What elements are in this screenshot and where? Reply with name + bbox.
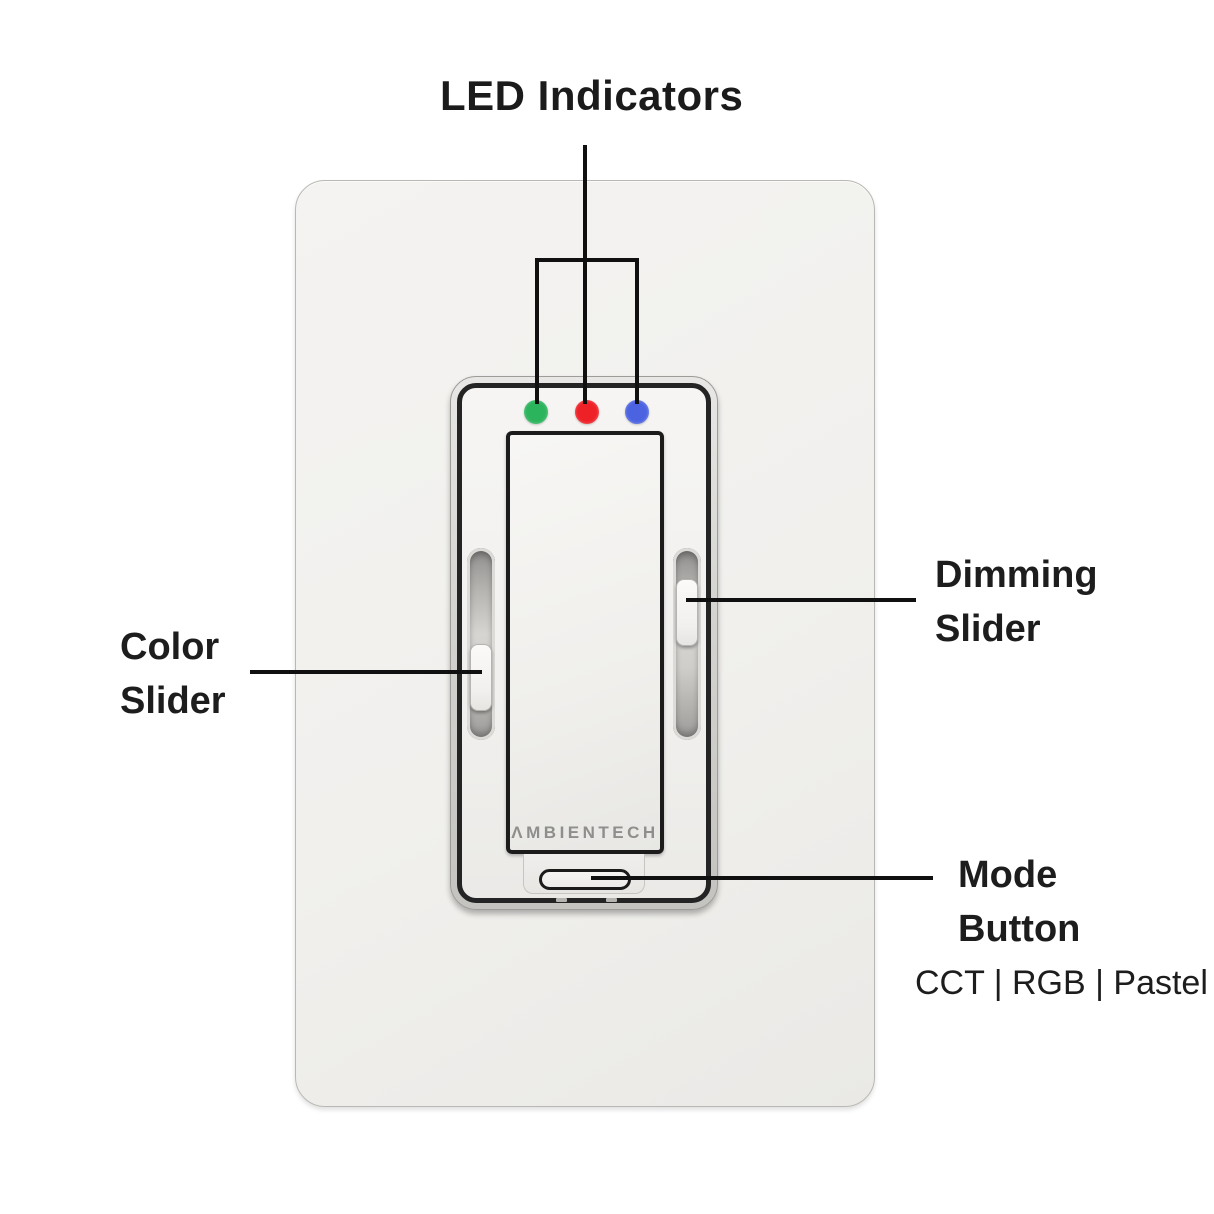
led-indicators-label: LED Indicators [440, 72, 744, 119]
frame-notch-left [556, 898, 567, 902]
leader-line-dimming-slider [686, 598, 916, 602]
color-slider-track [467, 548, 495, 740]
blue-led-indicator [625, 400, 649, 424]
color-slider-label-line1: Color [120, 626, 220, 668]
dimming-slider-track [673, 548, 701, 740]
red-led-indicator [575, 400, 599, 424]
leader-line-led-green [535, 258, 539, 404]
mode-options-label: CCT | RGB | Pastel [915, 964, 1208, 1002]
leader-line-color-slider [250, 670, 482, 674]
color-slider-label-line2: Slider [120, 680, 226, 722]
leader-line-mode-button [591, 876, 933, 880]
leader-line-led-main [583, 145, 587, 404]
dimming-slider-label-line2: Slider [935, 608, 1041, 650]
green-led-indicator [524, 400, 548, 424]
dimming-slider-label: Dimming Slider [935, 548, 1098, 656]
rocker-paddle: ΛMBIENTECH [506, 431, 664, 854]
leader-line-led-bracket [535, 258, 639, 262]
color-slider-label: Color Slider [120, 620, 226, 728]
brand-logo: ΛMBIENTECH [511, 823, 659, 842]
mode-button-label-line2: Button [958, 908, 1081, 950]
frame-notch-right [606, 898, 617, 902]
mode-button-label: Mode Button [958, 848, 1080, 956]
leader-line-led-blue [635, 258, 639, 404]
color-slider-handle [470, 644, 492, 711]
dimming-slider-label-line1: Dimming [935, 554, 1098, 596]
mode-button-label-line1: Mode [958, 854, 1058, 896]
switch-bezel: ΛMBIENTECH [450, 376, 718, 910]
dimming-slider-handle [676, 579, 698, 646]
